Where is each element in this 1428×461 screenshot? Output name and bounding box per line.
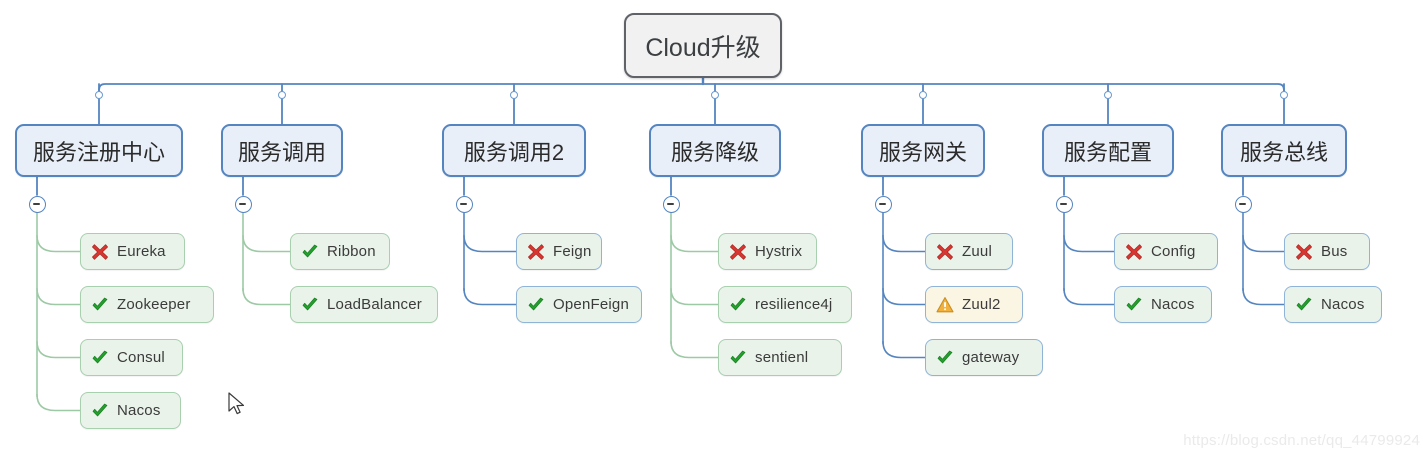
green-check-icon	[729, 349, 747, 367]
branch-connector-dot	[95, 91, 103, 99]
collapse-toggle-service-registry[interactable]	[28, 196, 46, 213]
leaf-node-label: resilience4j	[755, 296, 833, 313]
green-check-icon	[1125, 296, 1143, 314]
green-check-icon	[91, 296, 109, 314]
leaf-node-feign[interactable]: Feign	[516, 233, 602, 270]
red-cross-icon	[729, 243, 747, 261]
green-check-icon	[936, 349, 954, 367]
branch-node-label: 服务调用2	[463, 139, 565, 165]
leaf-node-nacos[interactable]: Nacos	[1114, 286, 1212, 323]
leaf-node-label: Nacos	[117, 402, 161, 419]
leaf-node-config[interactable]: Config	[1114, 233, 1218, 270]
leaf-node-nacos[interactable]: Nacos	[1284, 286, 1382, 323]
branch-node-service-registry[interactable]: 服务注册中心	[15, 124, 183, 177]
warning-triangle-icon	[936, 296, 954, 314]
branch-node-label: 服务注册中心	[32, 139, 165, 165]
leaf-node-zuul2[interactable]: Zuul2	[925, 286, 1023, 323]
collapse-toggle-service-bus[interactable]	[1234, 196, 1252, 213]
branch-connector-dot	[510, 91, 518, 99]
collapse-toggle-service-degrade[interactable]	[662, 196, 680, 213]
root-node[interactable]: Cloud升级	[624, 13, 782, 78]
collapse-toggle-service-invoke-2[interactable]	[455, 196, 473, 213]
leaf-node-bus[interactable]: Bus	[1284, 233, 1370, 270]
collapse-toggle-service-invoke[interactable]	[234, 196, 252, 213]
branch-node-service-degrade[interactable]: 服务降级	[649, 124, 781, 177]
leaf-node-label: Feign	[553, 243, 592, 260]
leaf-node-zuul[interactable]: Zuul	[925, 233, 1013, 270]
leaf-node-label: Nacos	[1151, 296, 1195, 313]
mouse-cursor	[228, 392, 245, 415]
leaf-node-label: LoadBalancer	[327, 296, 422, 313]
leaf-node-label: Hystrix	[755, 243, 803, 260]
branch-node-label: 服务总线	[1239, 139, 1328, 165]
collapse-toggle-service-config[interactable]	[1055, 196, 1073, 213]
leaf-node-hystrix[interactable]: Hystrix	[718, 233, 817, 270]
leaf-node-label: Zuul2	[962, 296, 1001, 313]
leaf-node-zookeeper[interactable]: Zookeeper	[80, 286, 214, 323]
red-cross-icon	[1125, 243, 1143, 261]
red-cross-icon	[936, 243, 954, 261]
leaf-node-sentienl[interactable]: sentienl	[718, 339, 842, 376]
leaf-node-label: Consul	[117, 349, 165, 366]
red-cross-icon	[1295, 243, 1313, 261]
leaf-node-label: Zuul	[962, 243, 992, 260]
green-check-icon	[301, 243, 319, 261]
branch-node-label: 服务调用	[237, 139, 326, 165]
red-cross-icon	[527, 243, 545, 261]
watermark: https://blog.csdn.net/qq_44799924	[1183, 432, 1420, 449]
leaf-node-label: OpenFeign	[553, 296, 630, 313]
green-check-icon	[729, 296, 747, 314]
green-check-icon	[527, 296, 545, 314]
collapse-toggle-service-gateway[interactable]	[874, 196, 892, 213]
branch-connector-dot	[1280, 91, 1288, 99]
green-check-icon	[91, 349, 109, 367]
branch-connector-dot	[1104, 91, 1112, 99]
branch-node-service-invoke[interactable]: 服务调用	[221, 124, 343, 177]
leaf-node-gateway[interactable]: gateway	[925, 339, 1043, 376]
leaf-node-label: sentienl	[755, 349, 809, 366]
branch-node-service-config[interactable]: 服务配置	[1042, 124, 1174, 177]
leaf-node-loadbalancer[interactable]: LoadBalancer	[290, 286, 438, 323]
branch-node-service-bus[interactable]: 服务总线	[1221, 124, 1347, 177]
green-check-icon	[1295, 296, 1313, 314]
leaf-node-label: gateway	[962, 349, 1020, 366]
leaf-node-nacos[interactable]: Nacos	[80, 392, 181, 429]
green-check-icon	[301, 296, 319, 314]
green-check-icon	[91, 402, 109, 420]
branch-connector-dot	[278, 91, 286, 99]
leaf-node-label: Nacos	[1321, 296, 1365, 313]
branch-node-service-invoke-2[interactable]: 服务调用2	[442, 124, 586, 177]
red-cross-icon	[91, 243, 109, 261]
leaf-node-ribbon[interactable]: Ribbon	[290, 233, 390, 270]
branch-node-service-gateway[interactable]: 服务网关	[861, 124, 985, 177]
leaf-node-label: Eureka	[117, 243, 166, 260]
branch-connector-dot	[919, 91, 927, 99]
leaf-node-label: Ribbon	[327, 243, 376, 260]
leaf-node-label: Zookeeper	[117, 296, 191, 313]
branch-connector-dot	[711, 91, 719, 99]
leaf-node-openfeign[interactable]: OpenFeign	[516, 286, 642, 323]
branch-node-label: 服务配置	[1063, 139, 1152, 165]
branch-node-label: 服务网关	[878, 139, 967, 165]
leaf-node-consul[interactable]: Consul	[80, 339, 183, 376]
leaf-node-label: Config	[1151, 243, 1196, 260]
root-node-label: Cloud升级	[645, 33, 761, 62]
branch-node-label: 服务降级	[670, 139, 759, 165]
leaf-node-resilience4j[interactable]: resilience4j	[718, 286, 852, 323]
leaf-node-eureka[interactable]: Eureka	[80, 233, 185, 270]
leaf-node-label: Bus	[1321, 243, 1348, 260]
